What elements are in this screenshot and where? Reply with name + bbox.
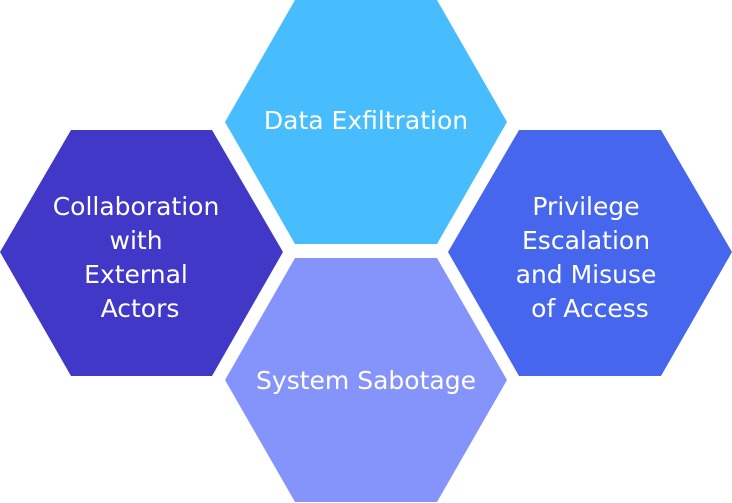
hexagon-collaboration: Collaboration with External Actors bbox=[0, 130, 283, 376]
hexagon-data-exfiltration: Data Exfiltration bbox=[225, 0, 507, 244]
hexagon-data-exfiltration-label: Data Exfiltration bbox=[264, 106, 468, 135]
hexagon-data-exfiltration-shape bbox=[225, 0, 507, 244]
hexagon-system-sabotage: System Sabotage bbox=[225, 258, 507, 502]
hexagon-collaboration-label: Collaboration with External Actors bbox=[53, 192, 228, 323]
hexagon-system-sabotage-shape bbox=[225, 258, 507, 502]
hexagon-collaboration-shape bbox=[0, 130, 283, 376]
hexagon-privilege-escalation: Privilege Escalation and Misuse of Acces… bbox=[448, 130, 732, 376]
hexagon-privilege-escalation-label: Privilege Escalation and Misuse of Acces… bbox=[516, 192, 665, 323]
hexagon-system-sabotage-label: System Sabotage bbox=[256, 366, 476, 395]
hexagon-privilege-escalation-shape bbox=[448, 130, 732, 376]
